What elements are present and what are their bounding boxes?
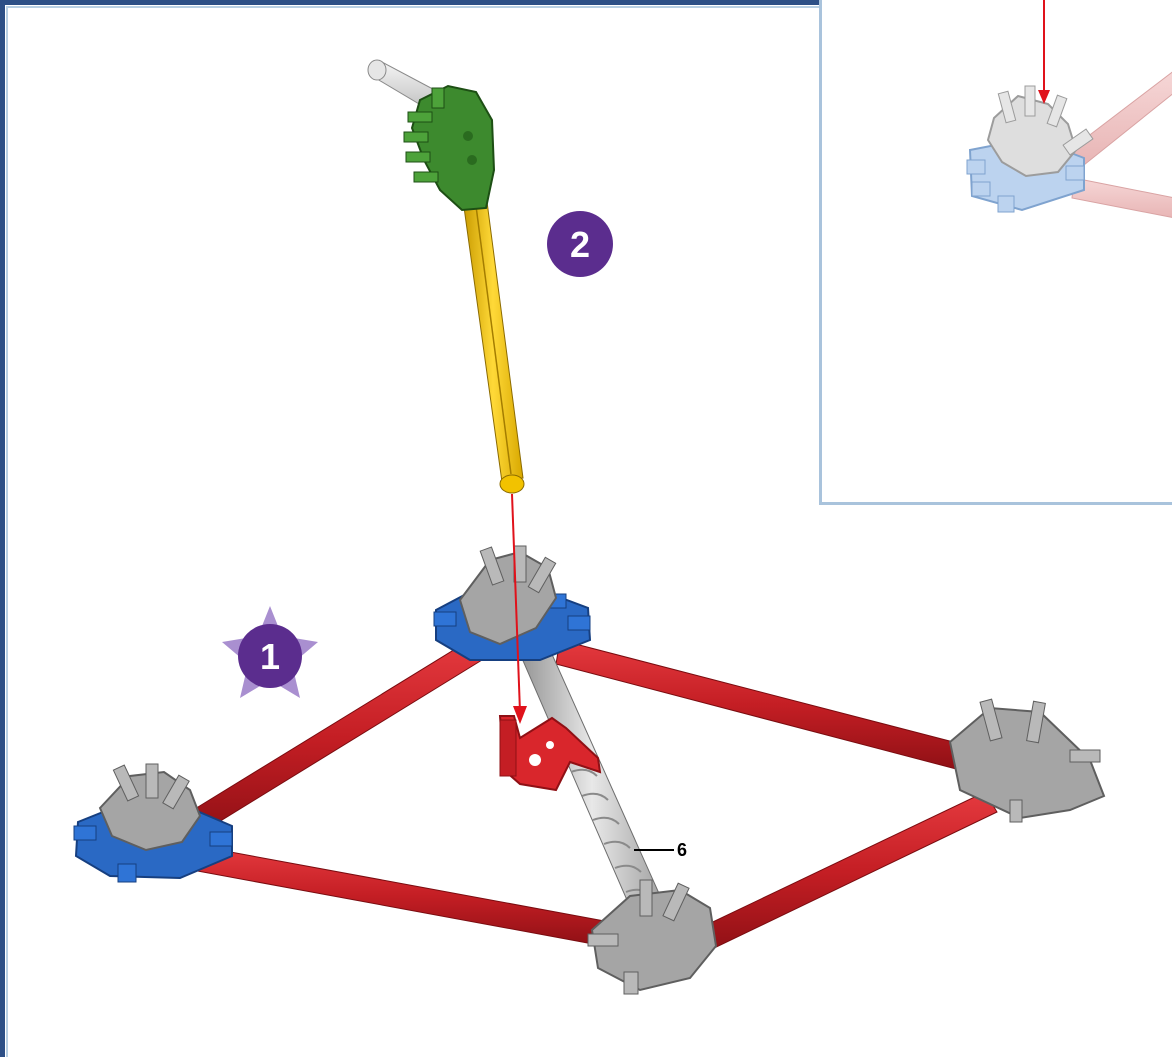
red-rod-left-top — [184, 639, 483, 837]
white-rod-end — [367, 59, 387, 81]
gray-connector-left — [98, 763, 202, 852]
gray-connector-right — [948, 698, 1106, 823]
yellow-rod-groove — [475, 205, 512, 475]
step-2-badge: 2 — [547, 211, 613, 277]
insertion-arrow-head — [513, 706, 527, 724]
inset-illustration — [966, 0, 1172, 218]
inset-detail-panel — [819, 0, 1172, 505]
red-rod-top-right — [555, 639, 966, 771]
gray-connector-top — [458, 545, 558, 646]
green-connector — [403, 84, 496, 212]
red-rod-bottom-right — [695, 791, 998, 953]
insertion-arrow — [511, 493, 521, 713]
gray-connector-bottom — [587, 879, 718, 995]
page-frame-inner-left — [6, 6, 8, 1057]
red-rod-left-bottom — [191, 845, 611, 947]
page-frame-top — [0, 0, 822, 5]
callout-label-6: 6 — [677, 840, 687, 860]
inset-gray-connector — [986, 85, 1094, 178]
page-frame-left — [0, 0, 5, 1057]
inset-arrow-head — [1038, 90, 1050, 104]
step-1-badge: 1 — [222, 606, 318, 698]
step-2-number: 2 — [570, 224, 590, 265]
yellow-rod-tip — [499, 474, 525, 494]
step-1-number: 1 — [260, 636, 280, 677]
red-connector — [498, 715, 602, 792]
page-frame-inner-top — [6, 6, 822, 8]
